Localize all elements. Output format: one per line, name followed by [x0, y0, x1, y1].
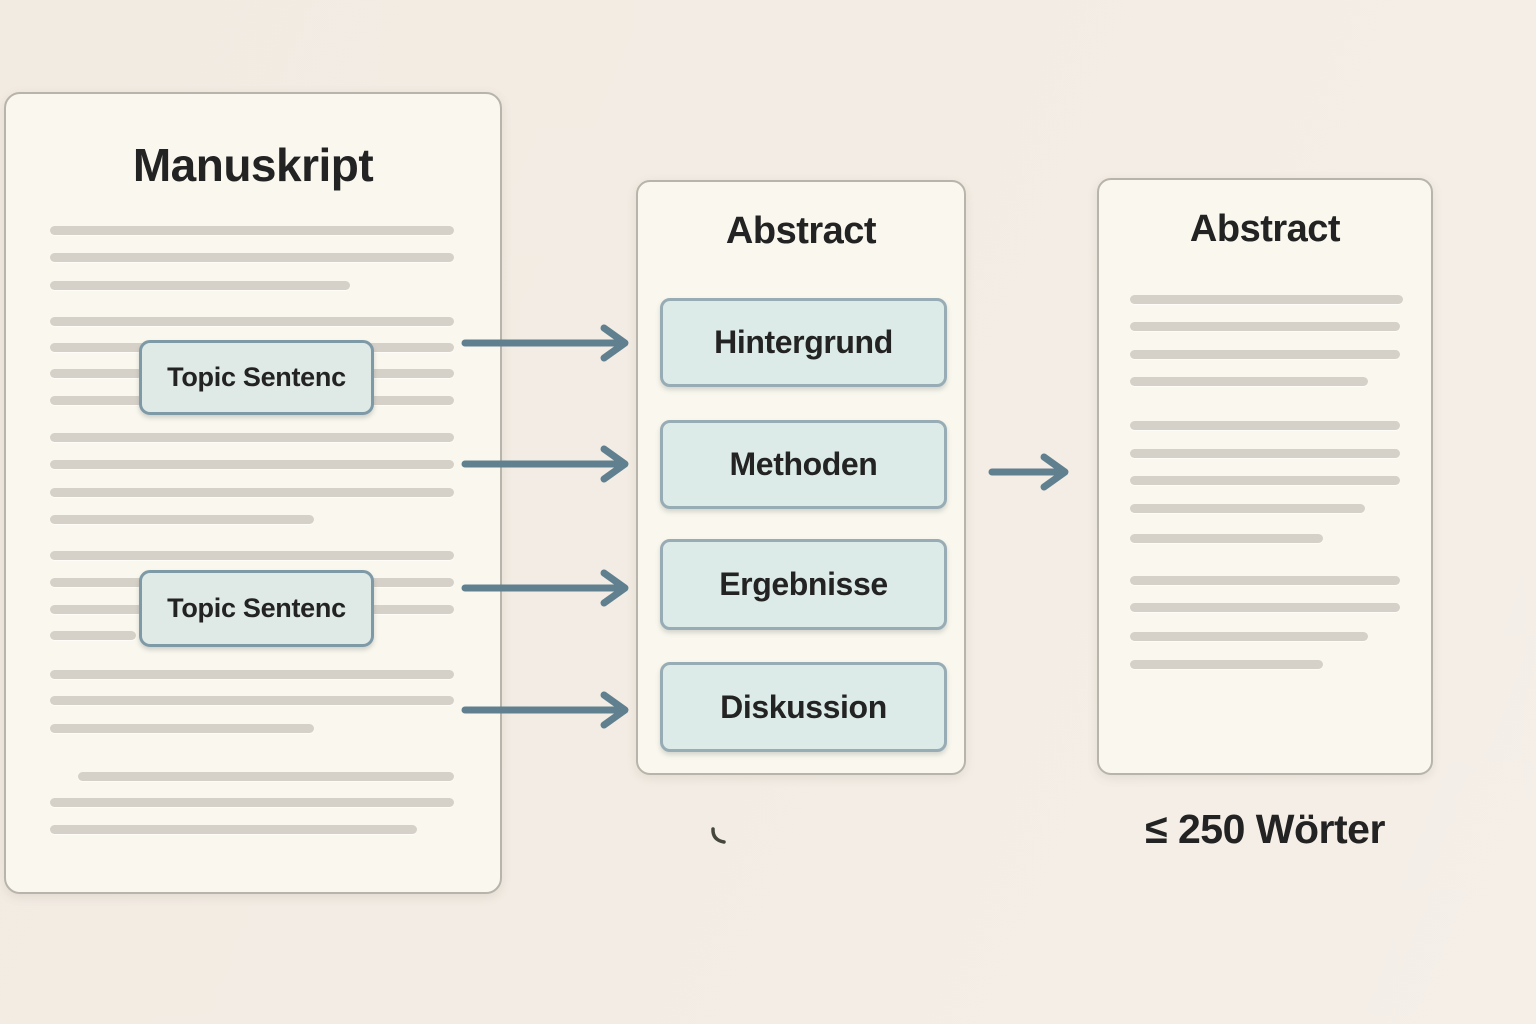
- topic-sentence-tag-2: Topic Sentenc: [139, 570, 374, 647]
- section-label-diskussion: Diskussion: [720, 688, 887, 725]
- text-line: [50, 460, 454, 469]
- text-line: [1130, 660, 1323, 669]
- text-line: [1130, 449, 1400, 458]
- text-line: [1130, 504, 1365, 513]
- text-line: [1130, 322, 1400, 331]
- section-box-methoden: Methoden: [660, 420, 947, 509]
- text-line: [1130, 534, 1323, 543]
- arrow-head-icon: [600, 445, 629, 483]
- text-line: [50, 670, 454, 679]
- word-limit-caption: ≤ 250 Wörter: [1145, 806, 1385, 852]
- text-line: [1130, 350, 1400, 359]
- text-line: [1130, 421, 1400, 430]
- section-box-hintergrund: Hintergrund: [660, 298, 947, 387]
- topic-sentence-label-2: Topic Sentenc: [167, 593, 346, 623]
- abstract-outline-panel: Abstract Hintergrund Methoden Ergebnisse…: [636, 180, 966, 775]
- manuscript-panel: Manuskript Topic Sentenc Topic Sentenc: [4, 92, 502, 894]
- section-box-diskussion: Diskussion: [660, 662, 947, 752]
- text-line: [50, 226, 454, 235]
- text-line: [1130, 603, 1400, 612]
- abstract-final-panel: Abstract: [1097, 178, 1433, 775]
- text-line: [1130, 377, 1368, 386]
- text-line: [50, 631, 136, 640]
- arrow-outline-to-final: [988, 453, 1069, 491]
- manuscript-title: Manuskript: [132, 139, 374, 191]
- text-line: [1130, 476, 1400, 485]
- text-line: [50, 696, 454, 705]
- stray-mark: [711, 827, 726, 844]
- text-line: [1130, 295, 1403, 304]
- abstract-final-title: Abstract: [1189, 208, 1341, 250]
- text-line: [50, 551, 454, 560]
- arrow-head-icon: [600, 569, 629, 607]
- topic-sentence-label-1: Topic Sentenc: [167, 362, 346, 392]
- topic-sentence-tag-1: Topic Sentenc: [139, 340, 374, 415]
- section-label-hintergrund: Hintergrund: [714, 324, 893, 360]
- text-line: [50, 281, 350, 290]
- text-line: [50, 515, 314, 524]
- abstract-outline-title: Abstract: [725, 210, 877, 252]
- arrow-head-icon: [1040, 453, 1069, 491]
- text-line: [1130, 576, 1400, 585]
- text-line: [50, 825, 417, 834]
- section-label-methoden: Methoden: [729, 446, 878, 482]
- text-line: [50, 253, 454, 262]
- arrow-head-icon: [600, 324, 629, 362]
- text-line: [50, 724, 314, 733]
- arrow-head-icon: [600, 691, 629, 729]
- text-line: [1130, 632, 1368, 641]
- text-line: [50, 433, 454, 442]
- section-label-ergebnisse: Ergebnisse: [719, 566, 888, 602]
- text-line: [78, 772, 454, 781]
- text-line: [50, 798, 454, 807]
- text-line: [50, 317, 454, 326]
- section-box-ergebnisse: Ergebnisse: [660, 539, 947, 630]
- text-line: [50, 488, 454, 497]
